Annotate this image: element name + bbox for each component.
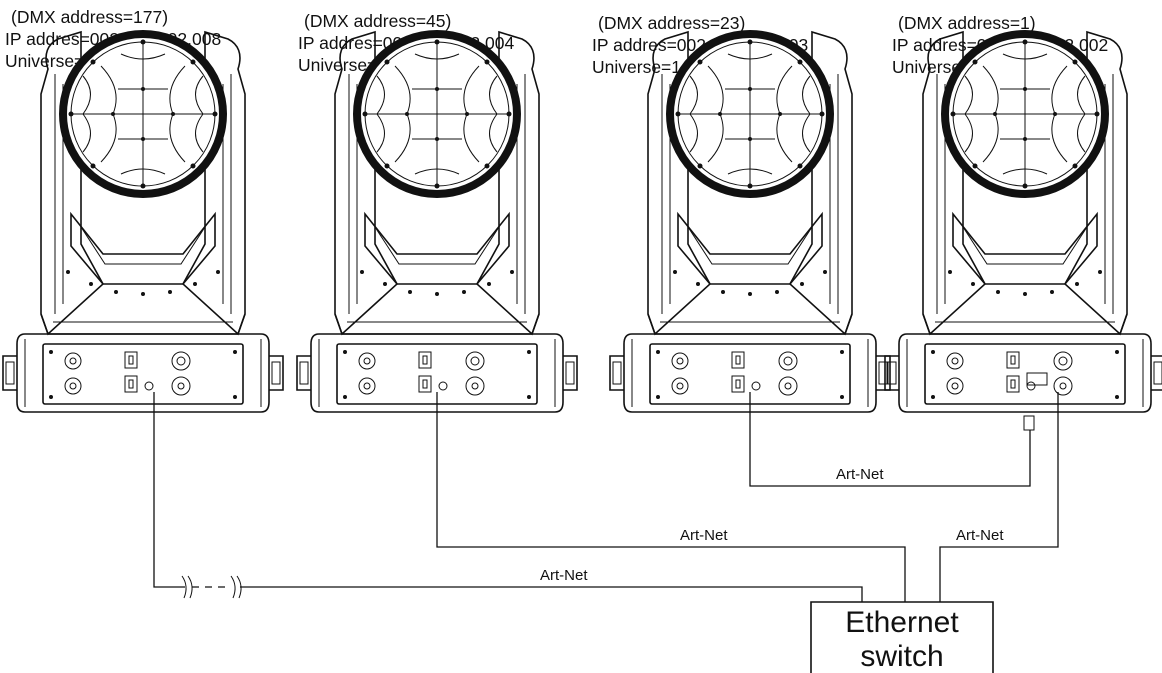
ethernet-switch-label: Ethernet switch xyxy=(811,606,993,673)
fixture-3-dmx-address: (DMX address=23) xyxy=(598,13,746,33)
cable-fixture-2 xyxy=(436,392,906,602)
fixture-2-universe: Universe=1 xyxy=(298,55,388,75)
moving-head-fixture-1 xyxy=(3,32,283,412)
ethernet-switch-line-1: Ethernet xyxy=(845,606,959,639)
cable-fixture-3-to-4 xyxy=(749,392,1031,487)
fixture-3-universe: Universe=1 xyxy=(592,57,682,77)
ethernet-switch xyxy=(810,601,994,673)
moving-head-fixture-3 xyxy=(610,32,890,412)
cable-fixture-1 xyxy=(153,392,185,588)
fixture-4-dmx-address: (DMX address=1) xyxy=(898,13,1036,33)
fixture-1-universe: Universe=1 xyxy=(5,51,95,71)
cable-label-fixture-2: Art-Net xyxy=(680,527,728,544)
cable-label-fixture-1: Art-Net xyxy=(540,567,588,584)
moving-head-fixture-2 xyxy=(297,32,577,412)
moving-head-fixture-4 xyxy=(885,32,1162,412)
fixture-2-dmx-address: (DMX address=45) xyxy=(304,11,452,31)
cable-label-fixture-3-to-4: Art-Net xyxy=(836,466,884,483)
cable-fixture-4 xyxy=(939,392,1059,602)
ethernet-switch-line-2: switch xyxy=(860,640,944,673)
fixture-1-dmx-address: (DMX address=177) xyxy=(11,7,169,27)
cable-label-fixture-4: Art-Net xyxy=(956,527,1004,544)
